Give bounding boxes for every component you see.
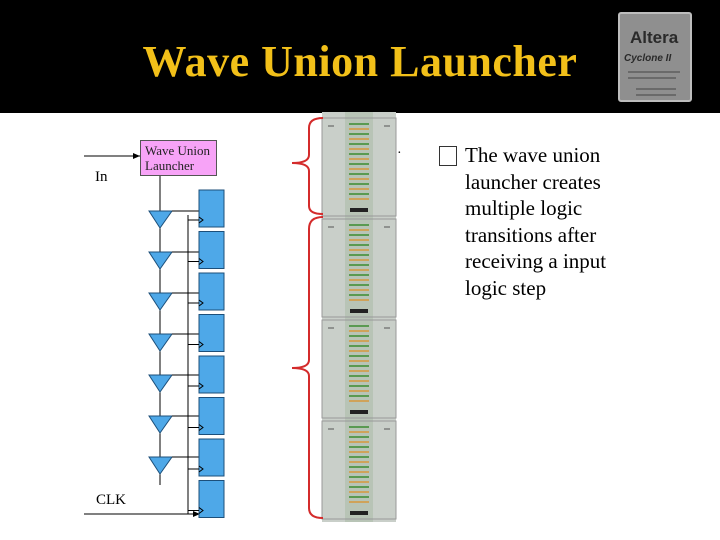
clock-input-marker (198, 507, 204, 514)
slide-title: Wave Union Launcher (142, 37, 578, 86)
logic-block-outline (321, 420, 397, 520)
register-block (198, 272, 225, 311)
logic-block-outline (321, 218, 397, 318)
buffer-triangle (148, 210, 173, 229)
clock-input-marker (198, 424, 204, 431)
bullet-dot: · (397, 146, 402, 161)
launcher-label-line1: Wave Union (145, 143, 211, 158)
buffer-triangle (148, 292, 173, 311)
clock-input-marker (198, 465, 204, 473)
lower-brace (291, 216, 324, 519)
fpga-chip-photo: Altera Cyclone II (618, 12, 692, 102)
buffer-triangle (148, 333, 173, 352)
carry-output-bar (350, 309, 368, 313)
register-bank (188, 189, 225, 518)
carry-output-bar (350, 511, 368, 515)
clock-input-marker (198, 382, 204, 390)
logic-block-outline (321, 319, 397, 419)
register-block (198, 438, 225, 477)
clock-input-marker (198, 341, 204, 348)
chip-logo-text: Altera (630, 28, 679, 47)
register-block (198, 231, 225, 269)
chip-model-text: Cyclone II (624, 53, 672, 64)
register-block (198, 480, 225, 518)
title-bar: Wave Union Launcher Altera Cyclone II (0, 0, 720, 113)
input-arrow (133, 153, 140, 159)
clock-input-marker (198, 299, 204, 307)
carry-output-bar (350, 410, 368, 414)
upper-brace (291, 117, 324, 215)
buffer-triangle (148, 251, 173, 270)
clock-input-marker (198, 216, 204, 224)
chip-marking-line (636, 88, 676, 90)
register-block (198, 355, 225, 394)
carry-output-bar (350, 208, 368, 212)
buffer-triangle (148, 456, 173, 475)
bullet-text: The wave union launcher creates multiple… (465, 142, 645, 301)
logic-block-outline (321, 117, 397, 217)
buffer-stages (148, 210, 199, 475)
bullet-text-line1: The wave union (465, 143, 601, 167)
carry-chain-strip (321, 112, 397, 522)
chip-marking-line (636, 94, 676, 96)
chip-marking-line (628, 77, 676, 79)
buffer-triangle (148, 374, 173, 393)
register-block (198, 314, 225, 352)
bullet-text-rest: launcher creates multiple logic transiti… (465, 169, 607, 300)
launcher-label-line2: Launcher (145, 158, 195, 173)
input-label: In (95, 169, 108, 185)
register-block (198, 189, 225, 228)
buffer-triangle (148, 415, 173, 434)
clock-input-marker (198, 258, 204, 265)
chip-marking-line (628, 71, 680, 73)
clock-label: CLK (96, 492, 126, 508)
register-block (198, 397, 225, 435)
wave-union-launcher-block: Wave Union Launcher (140, 140, 217, 176)
clock-arrow (193, 511, 200, 517)
bullet-marker-icon (439, 146, 457, 166)
